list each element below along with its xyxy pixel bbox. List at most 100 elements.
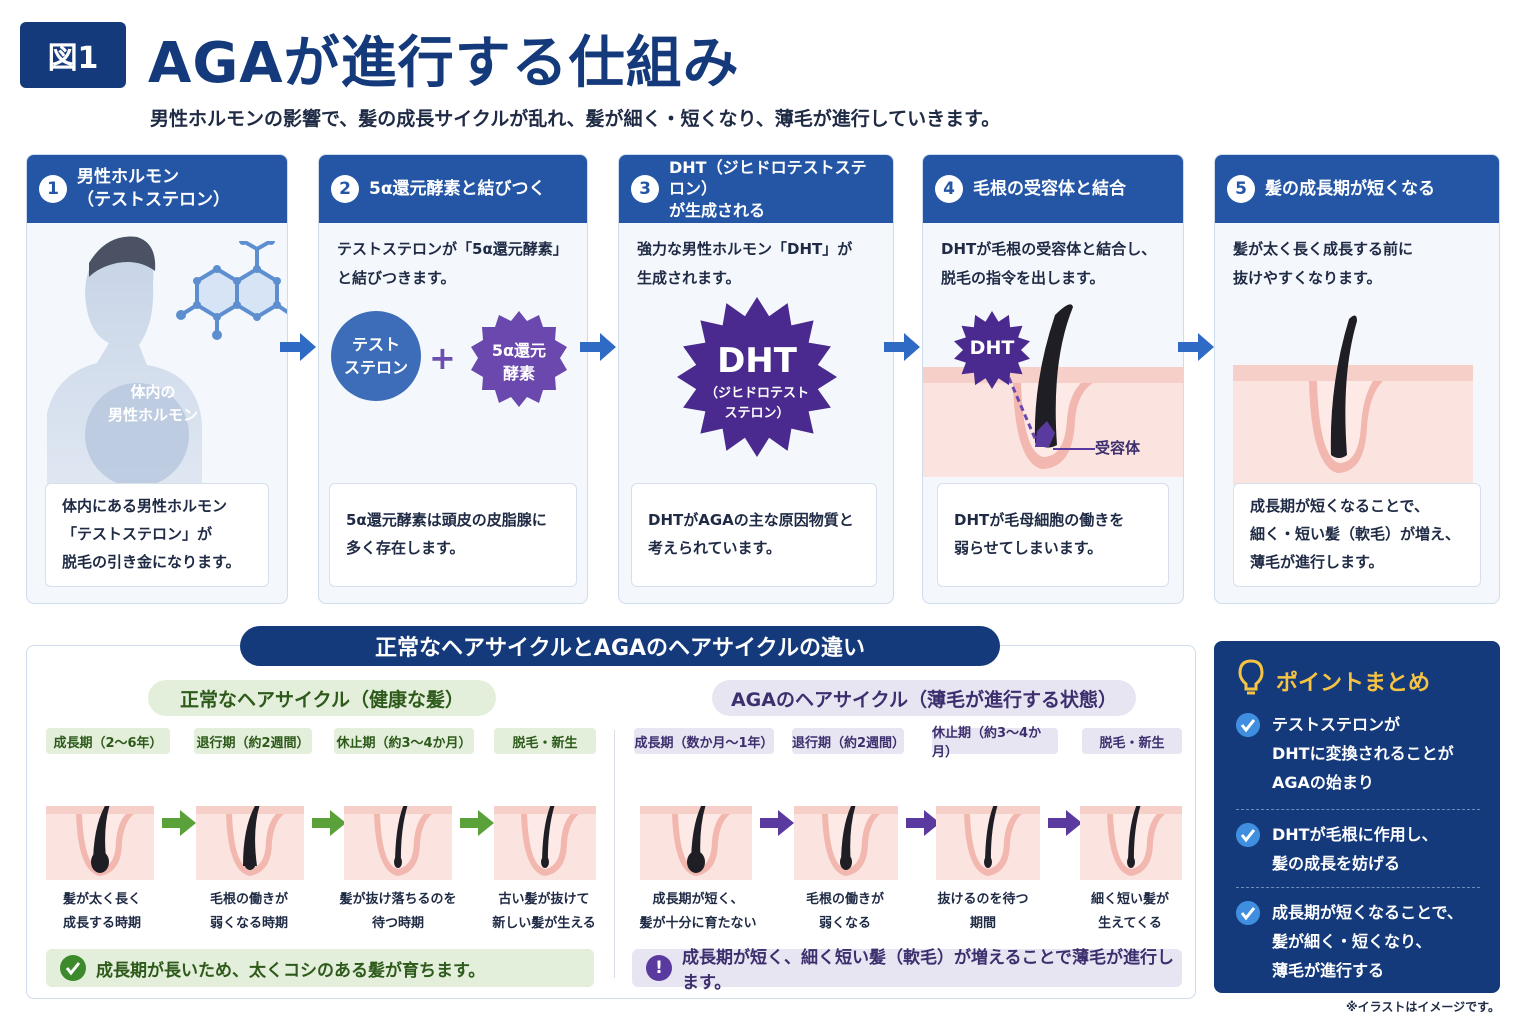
points-title: ポイントまとめ <box>1276 671 1431 696</box>
cycle-arrow <box>1048 810 1082 840</box>
step-1-note-line: 「テストステロン」が <box>62 525 213 544</box>
cycle-stage-label: 休止期（約3〜4か月） <box>334 728 474 754</box>
cycle-stage-label: 成長期（2〜6年） <box>46 728 170 754</box>
arrow-right-icon <box>580 333 616 361</box>
cycle-caption: 毛根の働きが弱くなる時期 <box>184 888 314 936</box>
step-1-number: 1 <box>39 175 67 203</box>
step-1-note: 体内にある男性ホルモン 「テストステロン」が 脱毛の引き金になります。 <box>45 483 269 587</box>
step-5-note-line: 成長期が短くなることで、 <box>1250 497 1429 516</box>
step-1-title: 男性ホルモン （テストステロン） <box>77 166 230 212</box>
cycle-stage-label: 休止期（約3〜4か月） <box>932 726 1058 760</box>
cycle-stage-label: 脱毛・新生 <box>494 728 596 754</box>
dht-burst-label: DHT （ジヒドロテスト ステロン） <box>677 341 837 423</box>
step-2-desc-line: テストステロンが「5α還元酵素」 <box>337 240 568 258</box>
step-3-title-line: DHT（ジヒドロテストステロン） <box>669 157 867 199</box>
step-4-note: DHTが毛母細胞の働きを 弱らせてしまいます。 <box>937 483 1169 587</box>
hair-follicle-icon <box>494 804 596 880</box>
arrow-right-icon <box>760 810 794 836</box>
step-5-note: 成長期が短くなることで、 細く・短い髪（軟毛）が増え、 薄毛が進行します。 <box>1233 483 1481 587</box>
cycle-divider <box>614 730 615 978</box>
check-icon <box>1236 713 1260 737</box>
hair-follicle-icon <box>1233 315 1473 485</box>
points-summary-panel: ポイントまとめ テストステロンが DHTに変換されることが AGAの始まり DH… <box>1214 641 1500 993</box>
cycle-caption-line: 生えてくる <box>1098 916 1162 932</box>
step-2-desc-line: と結びつきます。 <box>337 268 456 287</box>
cycle-hair-illustration <box>344 804 452 880</box>
point-text: 成長期が短くなることで、 髪が細く・短くなり、 薄毛が進行する <box>1272 899 1463 985</box>
point-text-line: テストステロンが <box>1272 715 1401 734</box>
cycle-hair-illustration <box>640 804 752 880</box>
dht-burst-main: DHT <box>717 341 797 381</box>
arrow-right-icon <box>1048 810 1082 836</box>
cycle-hair-illustration <box>794 804 898 880</box>
step-3-title-line: が生成される <box>669 200 766 220</box>
dht-burst-sub-line: ステロン） <box>724 405 790 421</box>
enzyme-label-line: 5α還元 <box>491 341 547 360</box>
cycle-caption: 毛根の働きが弱くなる <box>786 888 904 936</box>
cycle-caption-line: 弱くなる時期 <box>209 916 288 932</box>
arrow-right-icon <box>280 333 316 361</box>
cycle-arrow <box>760 810 794 840</box>
cycle-caption-line: 古い髪が抜けて <box>498 892 590 907</box>
step-2-note: 5α還元酵素は頭皮の皮脂腺に 多く存在します。 <box>329 483 577 587</box>
step-2-number: 2 <box>331 175 359 203</box>
step-1-header: 1 男性ホルモン （テストステロン） <box>27 155 287 223</box>
step-3-note: DHTがAGAの主な原因物質と 考えられています。 <box>631 483 877 587</box>
gear-enzyme-icon <box>471 311 567 407</box>
check-icon <box>1236 823 1260 847</box>
step-1-note-line: 脱毛の引き金になります。 <box>62 552 241 571</box>
step-5-desc: 髪が太く長く成長する前に 抜けやすくなります。 <box>1233 235 1413 292</box>
enzyme-label: 5α還元 酵素 <box>467 339 571 385</box>
cycle-arrow <box>460 810 494 840</box>
cycle-caption-line: 期間 <box>969 916 996 932</box>
step-3-number: 3 <box>631 175 659 203</box>
cycle-caption-line: 弱くなる <box>818 916 871 932</box>
step-3-note-line: 考えられています。 <box>648 539 782 557</box>
cycle-caption: 細く短い髪が生えてくる <box>1070 888 1190 936</box>
cycle-hair-illustration <box>196 804 304 880</box>
point-text: DHTが毛根に作用し、 髪の成長を妨げる <box>1272 821 1438 879</box>
step-4-desc-line: DHTが毛根の受容体と結合し、 <box>941 240 1157 258</box>
lightbulb-icon <box>1238 659 1264 695</box>
point-text-line: 髪が細く・短くなり、 <box>1272 931 1432 951</box>
hair-follicle-icon <box>936 804 1040 880</box>
cycle-arrow <box>906 810 940 840</box>
page-subtitle: 男性ホルモンの影響で、髪の成長サイクルが乱れ、髪が細く・短くなり、薄毛が進行して… <box>150 108 1001 130</box>
aga-summary: ! 成長期が短く、細く短い髪（軟毛）が増えることで薄毛が進行します。 <box>632 948 1182 993</box>
hair-cycle-title: 正常なヘアサイクルとAGAのヘアサイクルの違い <box>240 626 1000 666</box>
step-4-title-line: 毛根の受容体と結合 <box>973 178 1126 199</box>
step-5-card: 5 髪の成長期が短くなる 髪が太く長く成長する前に 抜けやすくなります。 成長期… <box>1214 154 1500 604</box>
cycle-caption-line: 抜けるのを待つ <box>937 892 1029 907</box>
testosterone-label-line: ステロン <box>343 358 408 377</box>
step-4-card: 4 毛根の受容体と結合 DHTが毛根の受容体と結合し、 脱毛の指令を出します。 … <box>922 154 1184 604</box>
step-5-note-line: 薄毛が進行します。 <box>1250 552 1384 571</box>
cycle-caption-line: 成長期が短く、 <box>652 892 744 907</box>
testosterone-label-line: テスト <box>351 334 400 354</box>
cycle-caption: 抜けるのを待つ期間 <box>924 888 1042 936</box>
hair-follicle-icon <box>46 804 154 880</box>
step-1-title-line: 男性ホルモン <box>77 167 179 188</box>
check-icon <box>1236 901 1260 925</box>
cycle-arrow <box>312 810 346 840</box>
hormone-label-line: 体内の <box>130 383 176 401</box>
aga-cycle-heading: AGAのヘアサイクル（薄毛が進行する状態） <box>712 680 1136 716</box>
step-3-card: 3 DHT（ジヒドロテストステロン） が生成される 強力な男性ホルモン「DHT」… <box>618 154 894 604</box>
enzyme-label-line: 酵素 <box>502 364 535 384</box>
point-item: DHTが毛根に作用し、 髪の成長を妨げる <box>1236 821 1484 879</box>
aga-summary-text: 成長期が短く、細く短い髪（軟毛）が増えることで薄毛が進行します。 <box>682 948 1174 993</box>
testosterone-circle: テスト ステロン <box>331 311 421 401</box>
hair-follicle-icon <box>1080 804 1182 880</box>
step-2-title: 5α還元酵素と結びつく <box>369 178 546 201</box>
cycle-caption: 髪が抜け落ちるのを待つ時期 <box>328 888 468 936</box>
point-separator <box>1236 809 1480 810</box>
burst-icon <box>954 311 1030 389</box>
check-icon <box>60 955 86 981</box>
step-3-note-line: DHTがAGAの主な原因物質と <box>648 511 854 530</box>
point-separator <box>1236 887 1480 888</box>
normal-cycle-heading: 正常なヘアサイクル（健康な髪） <box>148 680 496 716</box>
step-5-number: 5 <box>1227 175 1255 203</box>
cycle-caption-line: 毛根の働きが <box>209 892 288 907</box>
step-5-note-line: 細く・短い髪（軟毛）が増え、 <box>1250 525 1461 544</box>
cycle-hair-illustration <box>494 804 596 880</box>
cycle-caption-line: 待つ時期 <box>371 916 424 932</box>
